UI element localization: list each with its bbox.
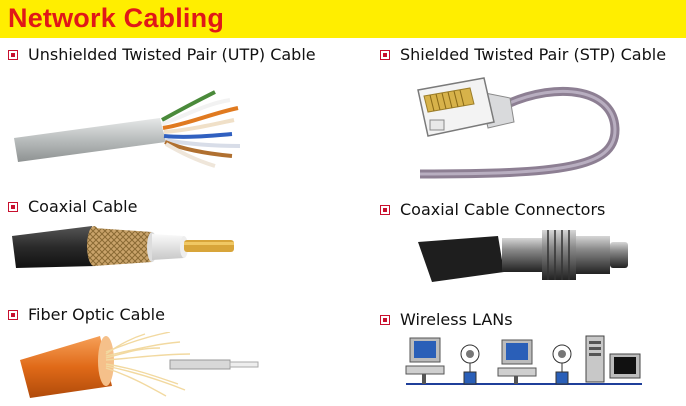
fiber-optic-cable-image xyxy=(20,332,259,398)
stp-cable-image xyxy=(417,77,620,179)
item-label-coax-connectors: Coaxial Cable Connectors xyxy=(400,200,606,219)
wireless-lan-image xyxy=(405,335,642,385)
item-label-fiber: Fiber Optic Cable xyxy=(28,305,165,324)
list-item-coax-connectors: Coaxial Cable Connectors xyxy=(380,200,605,219)
item-label-utp: Unshielded Twisted Pair (UTP) Cable xyxy=(28,45,316,64)
bullet-icon xyxy=(8,49,18,60)
item-label-wireless: Wireless LANs xyxy=(400,310,513,329)
bullet-icon xyxy=(8,309,18,320)
utp-cable-image xyxy=(14,90,241,168)
bullet-icon xyxy=(380,49,390,60)
list-item-stp: Shielded Twisted Pair (STP) Cable xyxy=(380,45,666,64)
list-item-coaxial: Coaxial Cable xyxy=(8,197,137,216)
bullet-icon xyxy=(8,201,18,212)
item-label-coaxial: Coaxial Cable xyxy=(28,197,138,216)
page-title: Network Cabling xyxy=(8,3,225,33)
list-item-fiber: Fiber Optic Cable xyxy=(8,305,165,324)
coaxial-cable-image xyxy=(12,226,234,268)
title-banner: Network Cabling xyxy=(0,0,686,38)
item-label-stp: Shielded Twisted Pair (STP) Cable xyxy=(400,45,667,64)
list-item-utp: Unshielded Twisted Pair (UTP) Cable xyxy=(8,45,316,64)
coaxial-connector-image xyxy=(418,230,628,282)
bullet-icon xyxy=(380,204,390,215)
bullet-icon xyxy=(380,314,390,325)
list-item-wireless: Wireless LANs xyxy=(380,310,513,329)
